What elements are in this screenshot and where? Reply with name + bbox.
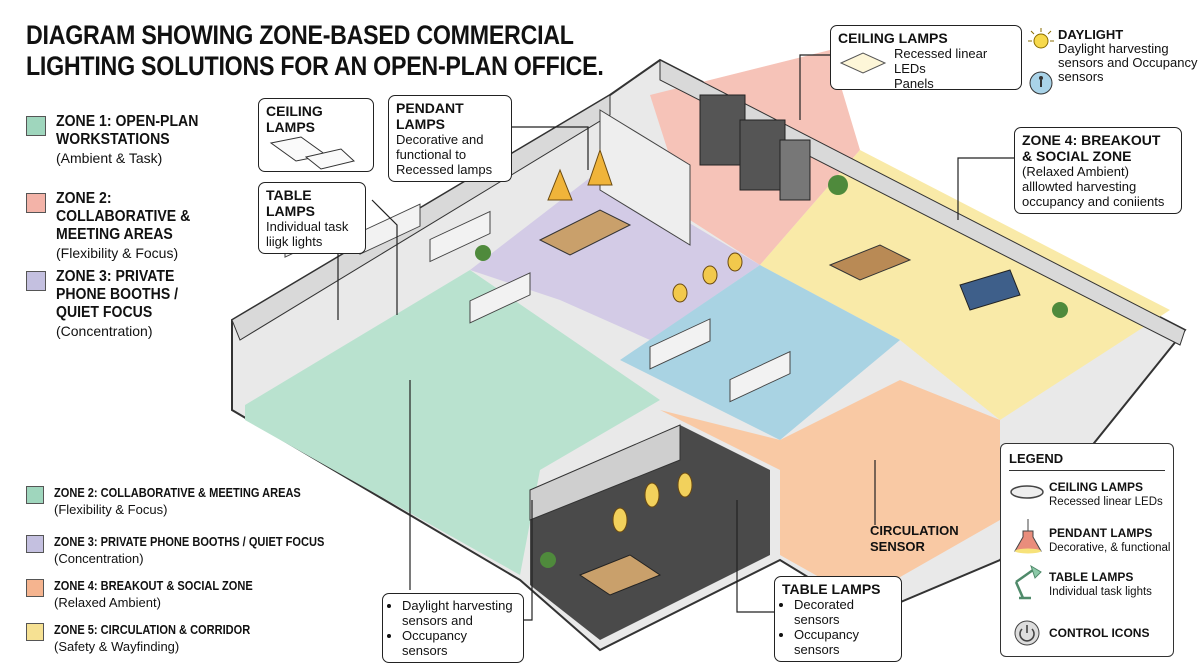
- legend-title: LEGEND: [1009, 451, 1165, 471]
- occupancy-sensor-icon: [1029, 71, 1053, 95]
- callout-text: Daylight harvesting sensors and Occupanc…: [1058, 41, 1198, 84]
- legend-item-text: Decorative, & functional: [1049, 542, 1171, 554]
- callout-text: (Relaxed Ambient): [1022, 164, 1129, 179]
- callout-title: TABLE LAMPS: [266, 187, 315, 219]
- dark-room-table: [578, 554, 662, 596]
- callout-text: Panels: [894, 76, 934, 91]
- zone-swatch: [26, 486, 44, 504]
- workstation-desks: [284, 203, 791, 403]
- legend-item-table-lamps: TABLE LAMPS Individual task lights: [1049, 570, 1152, 599]
- zone-subtitle: (Flexibility & Focus): [56, 245, 179, 261]
- callout-text: alllowted harvesting: [1022, 179, 1137, 194]
- zone-legend-entry: ZONE 5: CIRCULATION & CORRIDOR (Safety &…: [26, 622, 386, 655]
- legend-box: LEGEND CEILING LAMPS Recessed linear LEDs…: [1000, 443, 1174, 657]
- callout-title: TABLE LAMPS: [782, 581, 881, 597]
- zone-subtitle: (Ambient & Task): [56, 150, 163, 166]
- zone-subtitle: (Safety & Wayfinding): [54, 639, 180, 654]
- zone-subtitle: (Concentration): [54, 551, 144, 566]
- ceiling-lamp-icon: [269, 136, 356, 170]
- pendant-lamp-icon: [1014, 519, 1042, 554]
- legend-item-pendant-lamps: PENDANT LAMPS Decorative, & functional: [1049, 526, 1170, 555]
- zone-title: ZONE 3: PRIVATE PHONE BOOTHS / QUIET FOC…: [54, 534, 325, 549]
- callout-title: PENDANT LAMPS: [396, 100, 464, 132]
- table-lamps-callout-left: TABLE LAMPS Individual task liigk lights: [258, 182, 366, 254]
- zone-title: ZONE 3: PRIVATE PHONE BOOTHS / QUIET FOC…: [56, 268, 179, 321]
- zone-1-swatch: [26, 116, 46, 136]
- sensors-callout-bottom: Daylight harvesting sensors and Occupanc…: [382, 593, 524, 663]
- callout-text: occupancy and coniients: [1022, 194, 1165, 209]
- table-lamps-callout-bottom: TABLE LAMPS Decorated sensors Occupancy …: [774, 576, 902, 662]
- callout-item: Occupancy sensors: [794, 627, 894, 657]
- ceiling-lamps-callout-top: CEILING LAMPS Recessed linear LEDs Panel…: [830, 25, 1022, 91]
- zone-legend-entry: ZONE 2: COLLABORATIVE & MEETING AREAS (F…: [26, 485, 386, 518]
- legend-item-text: Individual task lights: [1049, 586, 1152, 598]
- ceiling-lamps-callout-left: CEILING LAMPS: [258, 98, 374, 172]
- zone-swatch: [26, 623, 44, 641]
- blue-zone-floor: [620, 265, 900, 440]
- back-wall-right: [659, 59, 1186, 346]
- callout-title: ZONE 4: BREAKOUT & SOCIAL ZONE: [1022, 132, 1161, 164]
- legend-item-ceiling-lamps: CEILING LAMPS Recessed linear LEDs: [1049, 480, 1163, 509]
- callout-text: Decorative and functional to Recessed la…: [396, 132, 493, 177]
- callout-title: CEILING LAMPS: [838, 30, 948, 46]
- zone-title: ZONE 4: BREAKOUT & SOCIAL ZONE: [54, 578, 253, 593]
- callout-title: DAYLIGHT: [1058, 27, 1124, 42]
- ceiling-lamp-icon: [1010, 485, 1044, 499]
- legend-item-title: PENDANT LAMPS: [1049, 526, 1153, 540]
- plants: [475, 175, 1068, 568]
- dark-room-wall: [529, 424, 681, 521]
- zone-title: ZONE 2: COLLABORATIVE & MEETING AREAS: [56, 190, 191, 243]
- zone-title: ZONE 1: OPEN-PLAN WORKSTATIONS: [56, 113, 199, 148]
- phone-booths: [699, 94, 811, 201]
- callout-item: Occupancy sensors: [402, 628, 516, 658]
- sofa: [959, 269, 1021, 311]
- pendant-lamps: [547, 148, 743, 533]
- zone-3-legend-entry: ZONE 3: PRIVATE PHONE BOOTHS / QUIET FOC…: [26, 268, 226, 340]
- zone-swatch: [26, 535, 44, 553]
- zone-title: ZONE 2: COLLABORATIVE & MEETING AREAS: [54, 485, 301, 500]
- breakout-table: [828, 244, 912, 281]
- title-line-1: DIAGRAM SHOWING ZONE-BASED COMMERCIAL: [26, 20, 574, 50]
- led-panel-icon: [839, 52, 887, 74]
- zone-title: ZONE 5: CIRCULATION & CORRIDOR: [54, 622, 251, 637]
- zone-1-legend-entry: ZONE 1: OPEN-PLAN WORKSTATIONS (Ambient …: [26, 113, 226, 167]
- zone-subtitle: (Concentration): [56, 323, 153, 339]
- callout-text: Individual task liigk lights: [266, 219, 349, 249]
- zone-legend-entry: ZONE 4: BREAKOUT & SOCIAL ZONE (Relaxed …: [26, 578, 386, 611]
- zone-subtitle: (Flexibility & Focus): [54, 502, 168, 517]
- zone-4-floor: [660, 380, 1000, 600]
- legend-item-control-icons: CONTROL ICONS: [1049, 626, 1149, 641]
- zone-legend-entry: ZONE 3: PRIVATE PHONE BOOTHS / QUIET FOC…: [26, 534, 386, 567]
- legend-item-text: Recessed linear LEDs: [1049, 496, 1163, 508]
- callout-item: Decorated sensors: [794, 597, 894, 627]
- zone-2-legend-entry: ZONE 2: COLLABORATIVE & MEETING AREAS (F…: [26, 190, 226, 262]
- sun-icon: [1028, 28, 1054, 49]
- circulation-sensor-label: CIRCULATION SENSOR: [870, 523, 959, 554]
- zone-subtitle: (Relaxed Ambient): [54, 595, 161, 610]
- zone-3-swatch: [26, 271, 46, 291]
- pendant-lamps-callout: PENDANT LAMPS Decorative and functional …: [388, 95, 512, 182]
- power-icon: [1014, 620, 1040, 646]
- legend-item-title: TABLE LAMPS: [1049, 570, 1134, 584]
- zone-swatch: [26, 579, 44, 597]
- callout-text: Recessed linear LEDs: [894, 46, 988, 76]
- daylight-sensor-note: DAYLIGHT Daylight harvesting sensors and…: [1028, 27, 1198, 95]
- zone-3-floor: [470, 170, 760, 340]
- title-line-2: LIGHTING SOLUTIONS FOR AN OPEN-PLAN OFFI…: [26, 51, 604, 81]
- callout-item: Daylight harvesting sensors and: [402, 598, 516, 628]
- page-title: DIAGRAM SHOWING ZONE-BASED COMMERCIAL LI…: [26, 20, 604, 82]
- callout-leader-lines: [337, 54, 1014, 621]
- zone-1-floor: [245, 270, 660, 575]
- table-lamp-icon: [1014, 564, 1042, 600]
- callout-title: CEILING LAMPS: [266, 103, 323, 135]
- legend-item-title: CONTROL ICONS: [1049, 626, 1150, 640]
- legend-item-title: CEILING LAMPS: [1049, 480, 1144, 494]
- meeting-table: [538, 209, 632, 256]
- zone-2-swatch: [26, 193, 46, 213]
- zone-4-callout: ZONE 4: BREAKOUT & SOCIAL ZONE (Relaxed …: [1014, 127, 1182, 214]
